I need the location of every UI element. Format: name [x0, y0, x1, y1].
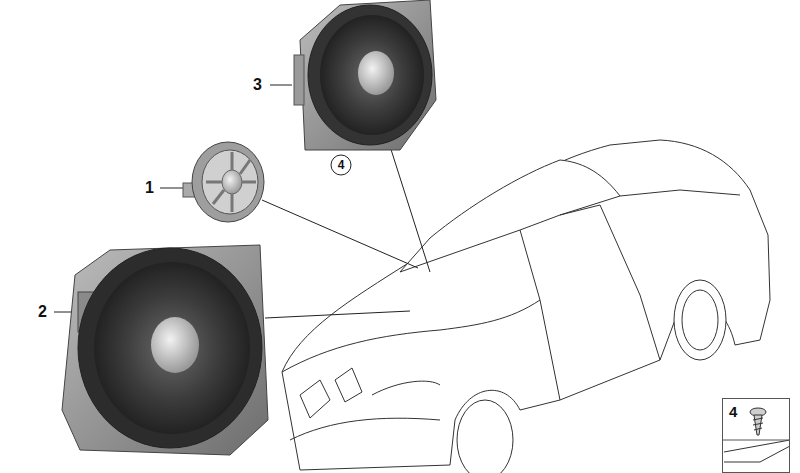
callout-number: 4 — [729, 404, 737, 419]
midrange-speaker — [294, 0, 436, 150]
car-outline — [282, 140, 770, 473]
tweeter-speaker — [183, 142, 264, 222]
callout-number: 1 — [145, 180, 154, 196]
part-box: 4 — [722, 398, 790, 473]
callout-circle: 4 — [330, 154, 352, 176]
woofer-speaker — [62, 245, 268, 455]
callout-number: 3 — [253, 77, 262, 93]
box-divider — [722, 440, 790, 441]
callout-number: 4 — [338, 159, 345, 171]
callout-number: 2 — [38, 304, 47, 320]
